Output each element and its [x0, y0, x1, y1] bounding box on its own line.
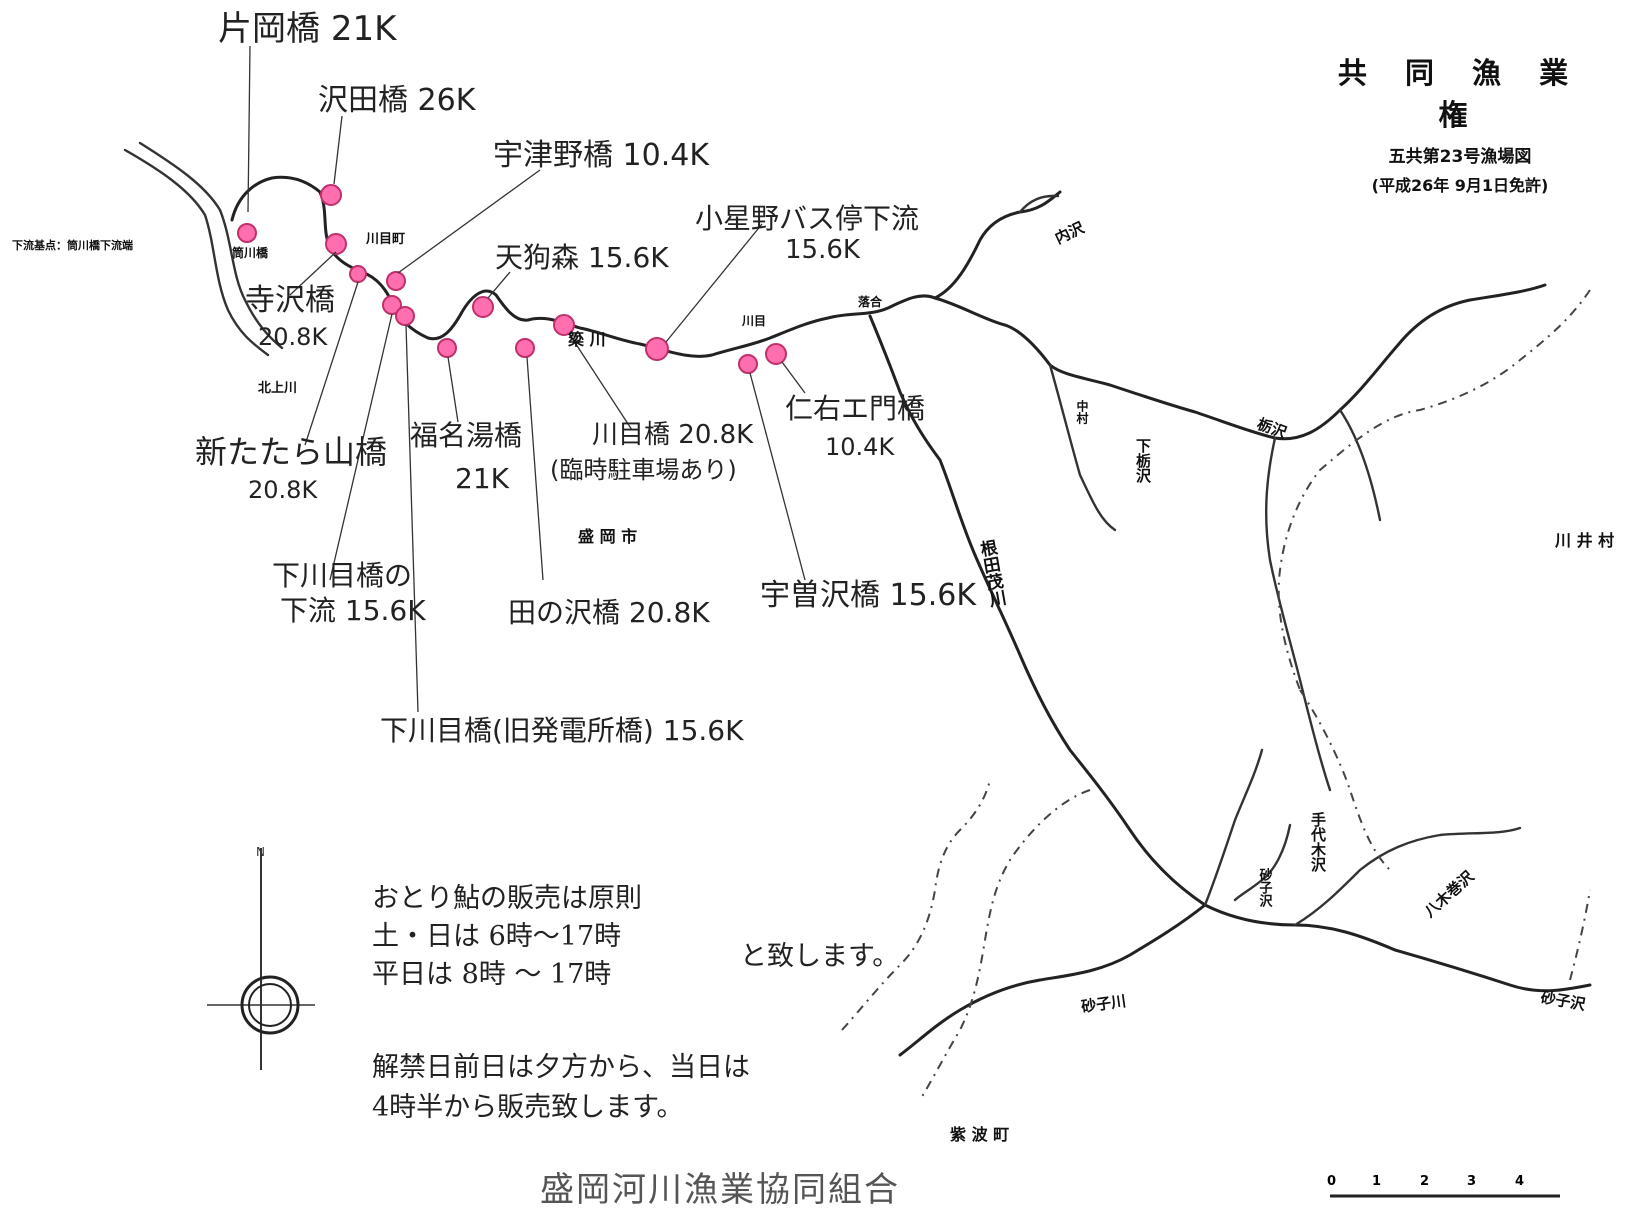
label-kataoka-bridge: 片岡橋 21K	[218, 9, 398, 49]
label-shin-tatarayama-dist: 20.8K	[248, 476, 318, 504]
label-utsuno-bridge: 宇津野橋 10.4K	[493, 138, 710, 173]
label-shimokawame-downstream-dist: 下流 15.6K	[280, 594, 426, 627]
scale-bar: 0 1 2 3 4	[1327, 1174, 1560, 1198]
label-shin-tatarayama-bridge: 新たたら山橋	[195, 433, 387, 471]
association-name: 盛岡河川漁業協同組合	[540, 1170, 900, 1210]
sunakogawa-river	[898, 903, 1207, 1057]
bridge-labels: 片岡橋 21K 沢田橋 26K 宇津野橋 10.4K 天狗森 15.6K 小星野…	[195, 9, 977, 747]
label-kawamemachi: 川目町	[365, 232, 405, 247]
marker-fukunayu-bridge	[437, 338, 457, 358]
marker-tengumori	[472, 296, 494, 318]
label-niemon-bridge: 仁右エ門橋	[785, 392, 925, 425]
label-koboshino-dist: 15.6K	[785, 235, 861, 265]
label-sunakosawa-e: 砂子沢	[1539, 988, 1587, 1014]
marker-niemon-bridge	[765, 343, 787, 365]
label-nedashigegawa: 根田茂川	[975, 537, 1008, 610]
scale-tick-1: 1	[1372, 1174, 1381, 1189]
marker-koboshino-busstop	[645, 337, 669, 361]
label-tengumori: 天狗森 15.6K	[495, 241, 669, 274]
note-line-2: 土・日は 6時～17時	[372, 921, 622, 952]
label-shimokawame-bridge: 下川目橋(旧発電所橋) 15.6K	[380, 714, 744, 747]
compass: N	[207, 845, 315, 1070]
note-line-4: 解禁日前日は夕方から、当日は	[372, 1052, 750, 1083]
scale-tick-0: 0	[1327, 1174, 1336, 1189]
marker-tsutsukawa-bridge	[237, 223, 257, 243]
label-tanosawa-bridge: 田の沢橋 20.8K	[508, 596, 710, 629]
note-line-5: 4時半から販売致します。	[372, 1092, 684, 1123]
label-tsutsukawabashi: 筒川橋	[232, 245, 269, 260]
label-teshirogisawa: 手代木沢	[1309, 811, 1327, 873]
leader-lines	[247, 45, 806, 713]
main-river	[230, 175, 937, 358]
note-line-suffix: と致します。	[740, 941, 900, 972]
label-sunakogawa: 砂子川	[1080, 992, 1127, 1016]
tochisawa-river	[933, 283, 1547, 441]
label-kawame-bridge: 川目橋 20.8K	[592, 420, 754, 450]
label-yagimakisawa: 八木巻沢	[1420, 867, 1478, 922]
compass-north-label: N	[256, 845, 265, 859]
label-sawada-bridge: 沢田橋 26K	[318, 83, 477, 118]
marker-usosawa-bridge	[738, 354, 758, 374]
label-morioka: 盛 岡 市	[578, 527, 637, 546]
label-fukunayu-dist: 21K	[455, 462, 510, 495]
label-koboshino-busstop: 小星野バス停下流	[695, 202, 919, 235]
scale-tick-4: 4	[1515, 1174, 1524, 1189]
label-shimokawame-downstream: 下川目橋の	[272, 559, 412, 592]
marker-utsuno-bridge	[386, 271, 406, 291]
note-line-3: 平日は 8時 ～ 17時	[372, 959, 612, 990]
label-kawai: 川 井 村	[1554, 531, 1614, 550]
label-kuwagawa: 簗 川	[567, 330, 606, 349]
scale-tick-3: 3	[1467, 1174, 1476, 1189]
title-block: 共 同 漁 業 権 五共第23号漁場図 (平成26年 9月1日免許)	[1310, 50, 1610, 196]
marker-terasawa-bridge	[325, 233, 347, 255]
license-date: (平成26年 9月1日免許)	[1371, 176, 1549, 195]
marker-shimokawame-bridge	[395, 306, 415, 326]
map-title: 共 同 漁 業 権	[1337, 56, 1583, 132]
marker-shin-tatarayama-bridge	[349, 265, 367, 283]
scale-tick-2: 2	[1420, 1174, 1429, 1189]
label-terasawa-dist: 20.8K	[258, 323, 328, 351]
city-boundary	[1277, 289, 1591, 691]
label-shimotochisawa: 下栃沢	[1134, 438, 1152, 484]
label-sunakosawa-v: 砂子沢	[1257, 867, 1274, 908]
label-terasawa-bridge: 寺沢橋	[245, 283, 335, 318]
label-kitakamigawa: 北上川	[258, 381, 297, 396]
nedashige-river	[868, 314, 1207, 907]
label-kawame: 川目	[741, 314, 766, 328]
label-niemon-dist: 10.4K	[825, 433, 895, 461]
marker-sawada-bridge	[320, 184, 342, 206]
note-line-1: おとり鮎の販売は原則	[372, 883, 642, 914]
bridge-markers	[237, 184, 787, 374]
label-uchisawa: 内沢	[1052, 218, 1088, 247]
downstream-boundary-label: 下流基点：筒川橋下流端	[12, 238, 133, 252]
label-usosawa-bridge: 宇曽沢橋 15.6K	[760, 578, 977, 613]
label-ochiai: 落合	[858, 294, 883, 309]
marker-kawame-bridge	[553, 314, 575, 336]
map-subtitle: 五共第23号漁場図	[1388, 147, 1532, 167]
kitakami-river	[123, 141, 284, 357]
label-kawame-note: (臨時駐車場あり)	[550, 456, 737, 484]
label-fukunayu-bridge: 福名湯橋	[410, 419, 522, 452]
label-shiwa: 紫 波 町	[950, 1125, 1009, 1144]
label-nakamura: 中村	[1075, 399, 1089, 425]
uchisawa-river	[933, 190, 1062, 300]
marker-tanosawa-bridge	[515, 338, 535, 358]
